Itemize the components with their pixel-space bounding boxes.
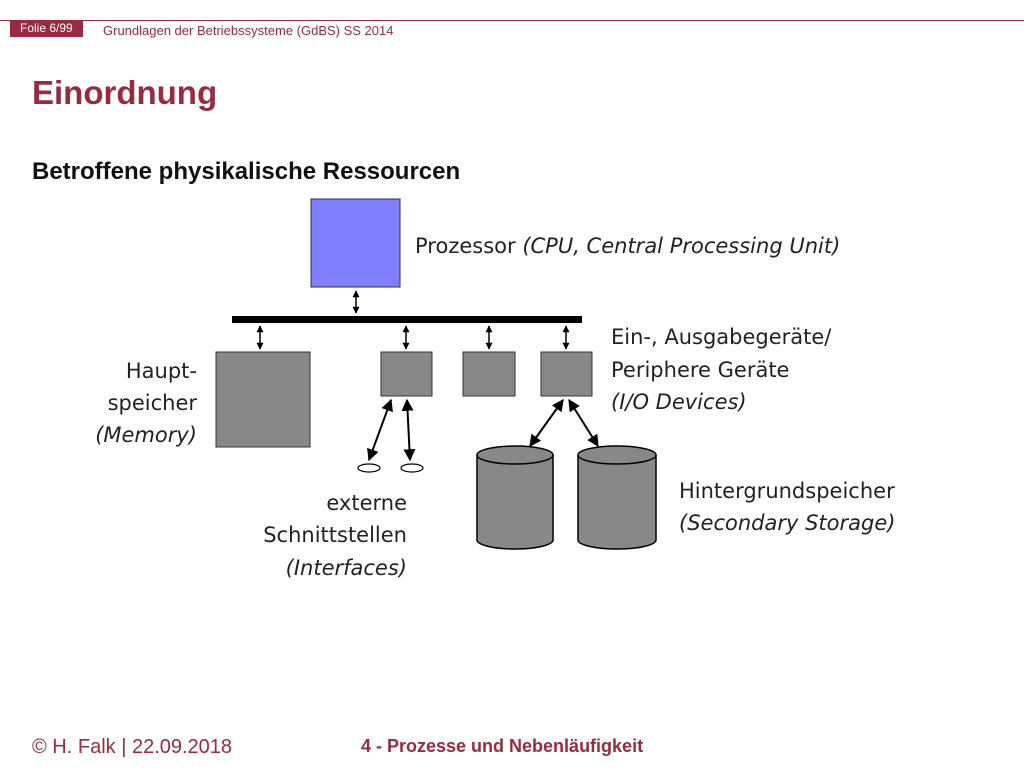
memory-detail: (Memory) [95,423,197,447]
interfaces-detail: (Interfaces) [286,556,407,580]
memory-label: speicher [108,391,198,415]
io-device-box [462,351,516,397]
interfaces-label: Schnittstellen [263,523,407,547]
io-detail: (I/O Devices) [611,390,747,414]
disk-storage [476,445,554,550]
interface-port [400,463,424,473]
cpu-label: Prozessor (CPU, Central Processing Unit) [415,234,840,258]
memory-box [215,351,311,448]
storage-detail: (Secondary Storage) [679,511,895,535]
system-bus [232,316,582,323]
interface-port [357,463,381,473]
memory-label: Haupt- [126,359,197,383]
interface-arrow [367,398,393,462]
interface-arrow [401,398,416,462]
footer-author-date: © H. Falk | 22.09.2018 [32,736,233,758]
page-title: Einordnung [32,74,218,111]
storage-arrow [529,399,564,447]
disk-storage [577,445,657,550]
course-title: Grundlagen der Betriebssysteme (GdBS) SS… [103,23,394,38]
io-device-box [380,351,433,397]
io-label: Ein-, Ausgabegeräte/ [611,325,832,349]
cpu-box [310,198,401,288]
io-device-box [540,351,593,397]
interfaces-label: externe [326,491,407,515]
storage-label: Hintergrundspeicher [679,479,895,503]
footer-chapter: 4 - Prozesse und Nebenläufigkeit [361,736,644,756]
header-rule [0,20,1024,21]
page-subtitle: Betroffene physikalische Ressourcen [32,158,461,185]
storage-arrow [568,398,599,448]
slide-counter: Folie 6/99 [10,20,83,37]
io-label: Periphere Geräte [611,358,789,382]
